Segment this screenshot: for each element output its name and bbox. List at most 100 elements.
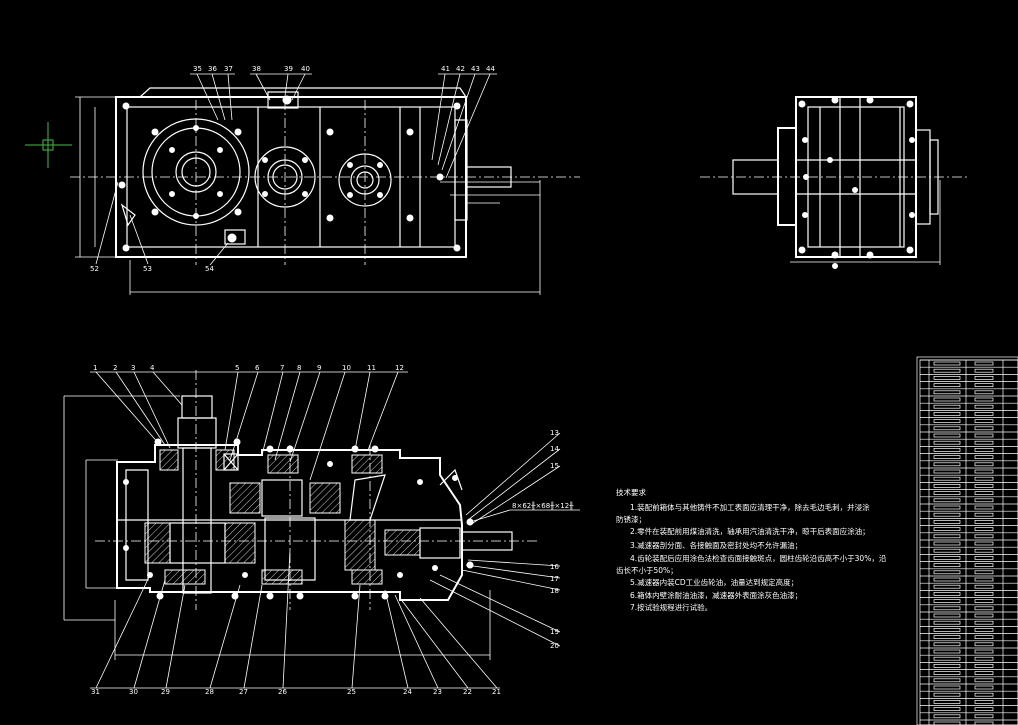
table-cell-text-box	[933, 448, 961, 452]
table-cell-text-box	[933, 383, 961, 387]
table-cell-text-box	[974, 440, 994, 445]
table-cell-text-box	[974, 656, 994, 661]
tech-requirement-line: 6.箱体内壁涂耐油油漆，减速器外表面涂灰色油漆；	[630, 590, 802, 600]
table-cell-text-box	[933, 563, 961, 567]
table-cell-text-box	[974, 498, 994, 503]
callout-label: 10	[342, 364, 351, 372]
table-cell-text-box	[933, 707, 961, 711]
table-cell-text-box	[974, 678, 994, 683]
callout-label: 41	[441, 65, 450, 73]
table-cell-text-box	[933, 592, 961, 596]
table-cell-text-box	[933, 584, 961, 589]
table-cell-text-box	[933, 433, 961, 438]
table-cell-text-box	[933, 577, 961, 582]
table-cell-text-box	[933, 440, 961, 445]
table-cell-text-box	[974, 383, 994, 387]
table-cell-text-box	[974, 671, 994, 675]
table-cell-text-box	[933, 649, 961, 654]
tech-requirement-line: 3.减速器剖分面、各接触面及密封处均不允许漏油；	[630, 540, 802, 550]
callout-label: 31	[91, 688, 100, 696]
table-cell-text-box	[933, 671, 961, 675]
table-cell-text-box	[974, 361, 994, 366]
callout-label: 53	[143, 265, 152, 273]
table-cell-text-box	[933, 426, 961, 431]
callout-label: 18	[550, 587, 559, 595]
tech-requirement-line: 5.减速器内装CD工业齿轮油，油量达到规定高度；	[630, 577, 798, 587]
table-cell-text-box	[933, 656, 961, 661]
table-cell-text-box	[974, 412, 994, 416]
table-cell-text-box	[933, 412, 961, 416]
table-cell-text-box	[974, 635, 994, 639]
table-cell-text-box	[933, 556, 961, 560]
tech-requirements: 技术要求 1.装配前箱体与其他铸件不加工表面应清理干净，除去毛边毛刺，并浸涂防锈…	[616, 487, 887, 612]
table-cell-text-box	[933, 491, 961, 495]
table-cell-text-box	[974, 419, 994, 423]
callout-label: 26	[278, 688, 287, 696]
callout-label: 4	[150, 364, 155, 372]
callout-label: 27	[239, 688, 248, 696]
table-cell-text-box	[974, 476, 994, 481]
table-cell-text-box	[933, 498, 961, 503]
callout-label: 23	[433, 688, 442, 696]
table-cell-text-box	[974, 376, 994, 380]
callout-label: 19	[550, 628, 559, 636]
table-cell-text-box	[974, 397, 994, 402]
callout-label: 14	[550, 445, 559, 453]
side-view	[700, 96, 970, 269]
table-cell-text-box	[974, 462, 994, 467]
callout-label: 16	[550, 563, 559, 571]
section-view: 1234567891011121314151617181920313029282…	[63, 364, 580, 696]
table-cell-text-box	[974, 368, 994, 373]
table-cell-text-box	[974, 404, 994, 409]
callout-label: 8	[297, 364, 301, 372]
table-cell-text-box	[974, 664, 994, 668]
table-cell-text-box	[933, 599, 961, 603]
table-cell-text-box	[974, 584, 994, 589]
callout-label: 17	[550, 575, 559, 583]
table-cell-text-box	[933, 368, 961, 373]
callout-label: 20	[550, 642, 559, 650]
callout-label: 22	[463, 688, 472, 696]
callout-label: 36	[208, 65, 217, 73]
callout-label: 7	[280, 364, 284, 372]
table-cell-text-box	[974, 606, 994, 611]
table-cell-text-box	[974, 577, 994, 582]
callout-label: 25	[347, 688, 356, 696]
table-cell-text-box	[933, 390, 961, 395]
table-cell-text-box	[974, 491, 994, 495]
table-cell-text-box	[974, 426, 994, 431]
table-cell-text-box	[933, 476, 961, 481]
table-cell-text-box	[933, 462, 961, 467]
crosshair-cursor-icon	[25, 122, 72, 168]
callout-label: 6	[255, 364, 260, 372]
table-cell-text-box	[974, 592, 994, 596]
table-cell-text-box	[933, 642, 961, 647]
callout-label: 12	[395, 364, 404, 372]
table-cell-text-box	[974, 448, 994, 452]
table-cell-text-box	[933, 484, 961, 488]
table-cell-text-box	[974, 707, 994, 711]
callout-label: 52	[90, 265, 99, 273]
table-cell-text-box	[974, 541, 994, 546]
table-cell-text-box	[974, 649, 994, 654]
tech-requirement-line: 7.按试验规程进行试验。	[630, 602, 712, 612]
table-cell-text-box	[933, 376, 961, 380]
parts-list-table	[916, 356, 1018, 725]
callout-label: 38	[252, 65, 261, 73]
callout-label: 39	[284, 65, 293, 73]
table-cell-text-box	[933, 606, 961, 611]
table-cell-text-box	[933, 419, 961, 423]
table-cell-text-box	[974, 692, 994, 697]
table-cell-text-box	[974, 556, 994, 560]
table-cell-text-box	[974, 685, 994, 690]
spline-label: 8×62╫×68╫×12╫	[512, 501, 574, 510]
table-cell-text-box	[974, 620, 994, 625]
callout-label: 40	[301, 65, 310, 73]
table-cell-text-box	[974, 714, 994, 719]
table-cell-text-box	[933, 505, 961, 510]
tech-requirement-line: 防锈漆；	[616, 514, 646, 524]
callout-label: 43	[471, 65, 480, 73]
callout-label: 30	[129, 688, 138, 696]
